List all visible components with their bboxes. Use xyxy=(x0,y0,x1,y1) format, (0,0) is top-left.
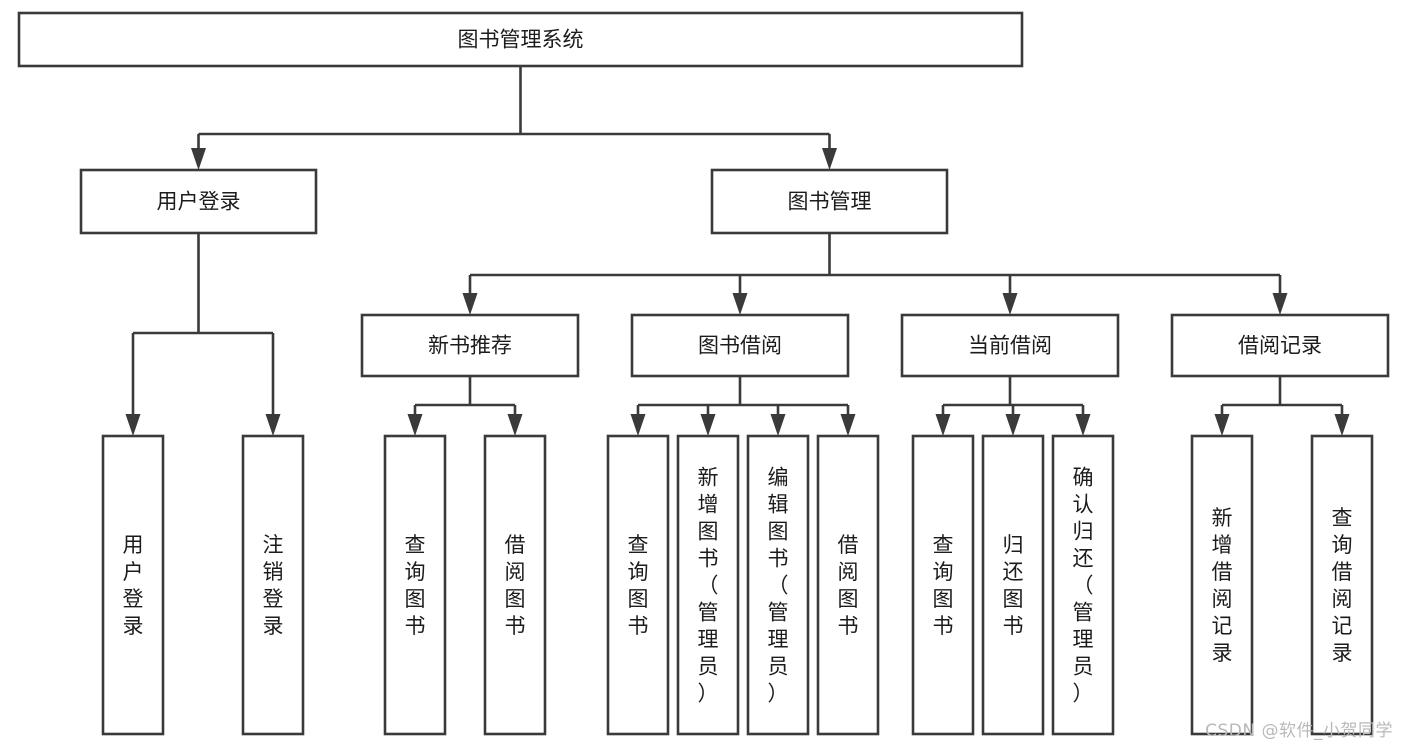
node-current-borrow[interactable]: 当前借阅 xyxy=(900,313,1120,378)
node-label-borrow-record: 借阅记录 xyxy=(1238,334,1322,358)
node-label-root: 图书管理系统 xyxy=(458,28,584,52)
node-leaf-borrow-book-2[interactable]: 借阅图书 xyxy=(816,434,880,736)
arrow-head-icon xyxy=(1214,414,1230,436)
node-leaf-query-book-3[interactable]: 查询图书 xyxy=(911,434,975,736)
node-layer: 图书管理系统用户登录图书管理新书推荐图书借阅当前借阅借阅记录用户登录注销登录查询… xyxy=(17,11,1390,736)
node-label-leaf-return-book: 归还图书 xyxy=(1003,533,1024,638)
node-box-leaf-add-record[interactable] xyxy=(1190,434,1254,736)
arrow-head-icon xyxy=(732,293,748,315)
node-label-leaf-logout: 注销登录 xyxy=(263,533,284,638)
connector-group-book-manage xyxy=(462,233,1288,315)
node-box-leaf-add-book[interactable] xyxy=(676,434,740,736)
node-label-leaf-confirm-return: 确认归还（管理员） xyxy=(1073,466,1094,706)
node-label-leaf-borrow-book-1: 借阅图书 xyxy=(505,533,526,638)
node-leaf-add-record[interactable]: 新增借阅记录 xyxy=(1190,434,1254,736)
arrow-head-icon xyxy=(462,293,478,315)
node-box-book-manage[interactable] xyxy=(710,168,949,235)
arrow-head-icon xyxy=(507,414,523,436)
node-box-leaf-query-book-2[interactable] xyxy=(606,434,670,736)
node-root[interactable]: 图书管理系统 xyxy=(17,11,1024,68)
arrow-head-icon xyxy=(840,414,856,436)
arrow-head-icon xyxy=(770,414,786,436)
watermark-text: CSDN @软件_小贺同学 xyxy=(1205,721,1393,741)
node-leaf-query-record[interactable]: 查询借阅记录 xyxy=(1310,434,1374,736)
node-box-new-book-rec[interactable] xyxy=(360,313,580,378)
node-label-leaf-user-login: 用户登录 xyxy=(123,533,144,638)
arrow-head-icon xyxy=(191,148,206,170)
connector-group-book-borrow xyxy=(630,376,856,436)
node-leaf-return-book[interactable]: 归还图书 xyxy=(981,434,1045,736)
node-label-book-borrow: 图书借阅 xyxy=(698,334,782,358)
node-box-leaf-query-record[interactable] xyxy=(1310,434,1374,736)
node-leaf-query-book-2[interactable]: 查询图书 xyxy=(606,434,670,736)
node-box-leaf-query-book-1[interactable] xyxy=(383,434,447,736)
node-box-leaf-edit-book[interactable] xyxy=(746,434,810,736)
node-leaf-query-book-1[interactable]: 查询图书 xyxy=(383,434,447,736)
node-box-leaf-return-book[interactable] xyxy=(981,434,1045,736)
node-box-leaf-borrow-book-2[interactable] xyxy=(816,434,880,736)
node-box-root[interactable] xyxy=(17,11,1024,68)
node-box-leaf-confirm-return[interactable] xyxy=(1051,434,1115,736)
node-user-login[interactable]: 用户登录 xyxy=(79,168,318,235)
node-book-manage[interactable]: 图书管理 xyxy=(710,168,949,235)
node-book-borrow[interactable]: 图书借阅 xyxy=(630,313,850,378)
node-leaf-logout[interactable]: 注销登录 xyxy=(241,434,305,736)
connector-group-user-login xyxy=(125,233,281,436)
node-label-leaf-query-book-3: 查询图书 xyxy=(933,533,954,638)
node-label-user-login: 用户登录 xyxy=(157,190,241,214)
node-box-current-borrow[interactable] xyxy=(900,313,1120,378)
node-box-borrow-record[interactable] xyxy=(1170,313,1390,378)
arrow-head-icon xyxy=(407,414,423,436)
arrow-head-icon xyxy=(125,414,141,436)
node-leaf-user-login[interactable]: 用户登录 xyxy=(101,434,165,736)
arrow-head-icon xyxy=(1005,414,1021,436)
node-label-leaf-query-book-2: 查询图书 xyxy=(628,533,649,638)
node-leaf-edit-book[interactable]: 编辑图书（管理员） xyxy=(746,434,810,736)
arrow-head-icon xyxy=(1075,414,1091,436)
arrow-head-icon xyxy=(1272,293,1288,315)
connector-group-borrow-record xyxy=(1214,376,1350,436)
node-label-leaf-query-record: 查询借阅记录 xyxy=(1332,506,1353,665)
node-new-book-rec[interactable]: 新书推荐 xyxy=(360,313,580,378)
node-label-current-borrow: 当前借阅 xyxy=(968,334,1052,358)
node-box-leaf-query-book-3[interactable] xyxy=(911,434,975,736)
arrow-head-icon xyxy=(1334,414,1350,436)
node-label-leaf-borrow-book-2: 借阅图书 xyxy=(838,533,859,638)
node-box-leaf-user-login[interactable] xyxy=(101,434,165,736)
connector-layer xyxy=(125,66,1350,436)
arrow-head-icon xyxy=(265,414,281,436)
node-box-book-borrow[interactable] xyxy=(630,313,850,378)
connector-group-current-borrow xyxy=(935,376,1091,436)
node-borrow-record[interactable]: 借阅记录 xyxy=(1170,313,1390,378)
arrow-head-icon xyxy=(700,414,716,436)
node-box-leaf-borrow-book-1[interactable] xyxy=(483,434,547,736)
arrow-head-icon xyxy=(630,414,646,436)
arrow-head-icon xyxy=(935,414,951,436)
connector-group-root xyxy=(191,66,837,170)
node-box-leaf-logout[interactable] xyxy=(241,434,305,736)
node-leaf-confirm-return[interactable]: 确认归还（管理员） xyxy=(1051,434,1115,736)
node-label-leaf-edit-book: 编辑图书（管理员） xyxy=(768,466,789,706)
node-leaf-add-book[interactable]: 新增图书（管理员） xyxy=(676,434,740,736)
arrow-head-icon xyxy=(1002,293,1018,315)
node-label-book-manage: 图书管理 xyxy=(788,190,872,214)
node-label-leaf-query-book-1: 查询图书 xyxy=(405,533,426,638)
node-box-user-login[interactable] xyxy=(79,168,318,235)
arrow-head-icon xyxy=(822,148,837,170)
node-label-leaf-add-record: 新增借阅记录 xyxy=(1212,506,1233,665)
node-label-leaf-add-book: 新增图书（管理员） xyxy=(698,466,719,706)
node-leaf-borrow-book-1[interactable]: 借阅图书 xyxy=(483,434,547,736)
node-label-new-book-rec: 新书推荐 xyxy=(428,334,512,358)
connector-group-new-book-rec xyxy=(407,376,523,436)
